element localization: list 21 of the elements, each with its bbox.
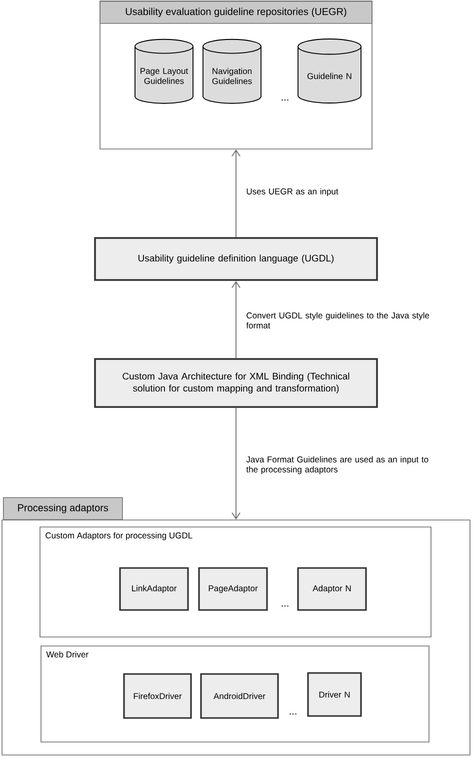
edge-label: Uses UEGR as an input [246,188,338,196]
arrow [232,407,240,520]
component-box: AndroidDriver [200,673,279,719]
database-cylinder: Guideline N [298,38,362,104]
arrow [232,149,240,238]
ellipsis: ... [290,713,296,715]
database-cylinder: Navigation Guidelines [202,38,262,104]
ellipsis: ... [282,605,288,607]
component-box: PageAdaptor [198,567,268,611]
component-box: FirefoxDriver [123,673,192,719]
component-box: Adaptor N [297,567,367,611]
ellipsis: ... [282,99,288,101]
arrow [232,280,240,359]
edge-label: Java Format Guidelines are used as an input to the processing adaptors [246,456,428,474]
process-box: Usability guideline definition language (UGDL) [94,237,378,281]
process-box: Custom Java Architecture for XML Binding (Technical solution for custom mapping and transformation) [94,358,378,408]
component-box: Driver N [307,672,362,717]
database-cylinder: Page Layout Guidelines [134,38,194,104]
node-label: Processing adaptors [18,504,108,514]
component-box: LinkAdaptor [119,567,189,611]
edge-label: Convert UGDL style guidelines to the Java style format [246,312,430,328]
